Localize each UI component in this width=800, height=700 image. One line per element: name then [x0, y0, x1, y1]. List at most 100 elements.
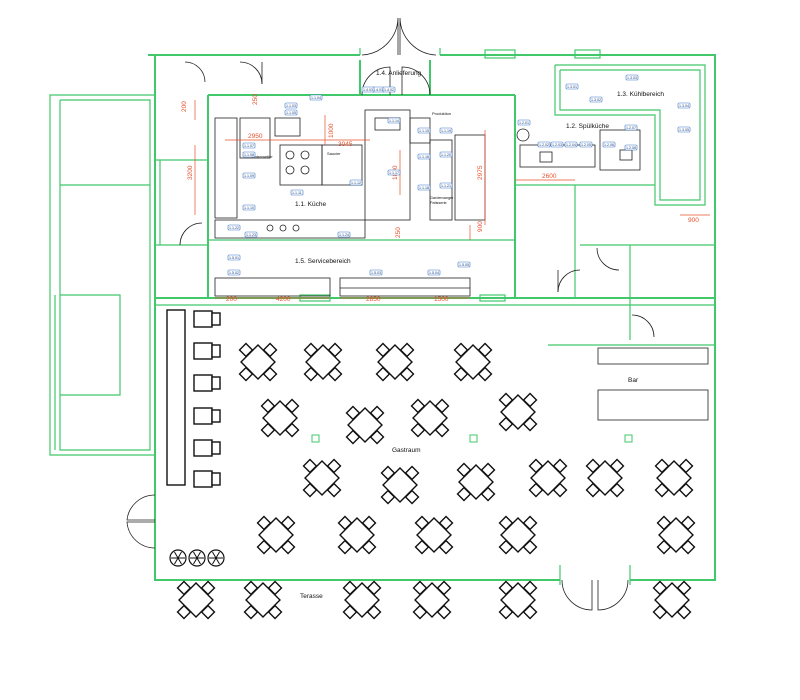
table: [500, 582, 536, 618]
equipment-tag: 1.3.05: [677, 126, 691, 133]
equipment-tag: 1.1.18: [417, 184, 431, 191]
table-with-chairs: [456, 462, 496, 502]
kitchen-equipment: [214, 109, 641, 297]
table: [347, 407, 383, 443]
equipment-tag: 1.1.05: [284, 109, 298, 116]
table: [500, 517, 536, 553]
dim-900-b: 900: [688, 217, 699, 224]
equipment-tag-label: 1.3.01: [567, 85, 577, 89]
equipment-tag: 1.3.02: [589, 96, 603, 103]
table-with-chairs: [337, 515, 377, 555]
equipment-tag: 1.2.04: [564, 141, 578, 148]
table-with-chairs: [498, 580, 538, 620]
outer-walls: [49, 48, 716, 581]
equipment-tag-label: 1.1.19: [441, 129, 451, 133]
plant-icon: [169, 549, 187, 567]
table: [344, 582, 380, 618]
room-label-dishwashing: 1.2. Spülküche: [566, 123, 609, 130]
equipment-tag: 1.5.01: [227, 254, 241, 261]
table-with-chairs: [243, 580, 283, 620]
bar-counter: [166, 309, 186, 486]
equipment-tag: 1.1.16: [417, 153, 431, 160]
equipment-tag-label: 1.1.15: [419, 129, 429, 133]
equipment-tag: 1.1.23: [244, 231, 258, 238]
equipment-tag: 1.2.01: [517, 119, 531, 126]
equipment-tag: 1.5.04: [427, 269, 441, 276]
table-with-chairs: [342, 580, 382, 620]
equipment-tag: 1.1.07: [242, 142, 256, 149]
equipment-tag: 1.2.06: [602, 141, 616, 148]
equipment-tag-label: 1.1.21: [441, 184, 451, 188]
equipment-tag-label: 1.1.05: [286, 111, 296, 115]
equipment-tag-label: 1.5.01: [229, 256, 239, 260]
columns: [311, 434, 633, 443]
label-patisserie: Patisserie: [430, 201, 447, 205]
equipment-tag-label: 1.1.12: [351, 181, 361, 185]
room-label-cold-storage: 1.3. Kühlbereich: [617, 91, 664, 98]
table-with-chairs: [412, 580, 452, 620]
dim-900-a: 900: [477, 221, 484, 232]
room-label-dining: Gastraum: [392, 447, 421, 454]
bar-stool: [193, 470, 221, 488]
equipment-tag-label: 1.1.24: [339, 233, 349, 237]
equipment-tag-label: 1.1.04: [311, 96, 321, 100]
equipment-tag-label: 1.1.16: [419, 155, 429, 159]
plant-icon: [188, 549, 206, 567]
table: [382, 467, 418, 503]
room-label-service: 1.5. Servicebereich: [295, 258, 351, 265]
equipment-tags: 1.1.031.1.051.1.041.1.071.1.081.1.091.1.…: [227, 74, 691, 276]
equipment-tag-label: 1.5.05: [459, 263, 469, 267]
equipment-tag: 1.1.12: [349, 179, 363, 186]
room-label-delivery: 1.4. Anlieferung: [376, 70, 422, 77]
equipment-tag: 1.1.04: [309, 94, 323, 101]
equipment-tag-label: 1.1.20: [441, 153, 451, 157]
label-production: Produktion: [432, 111, 451, 116]
equipment-tag: 1.1.15: [417, 127, 431, 134]
table-with-chairs: [345, 405, 385, 445]
equipment-tag: 1.1.10: [242, 204, 256, 211]
equipment-tag: 1.2.03: [550, 141, 564, 148]
equipment-tag: 1.1.11: [290, 189, 304, 196]
label-saucier: Saucier: [327, 151, 341, 156]
equipment-tag-label: 1.1.22: [229, 226, 239, 230]
table-with-chairs: [585, 458, 625, 498]
table: [416, 517, 452, 553]
equipment-tag: 1.3.04: [677, 102, 691, 109]
bar-stool: [193, 310, 221, 328]
equipment-tag: 1.3.01: [565, 83, 579, 90]
table-with-chairs: [498, 515, 538, 555]
equipment-tag: 1.1.19: [439, 127, 453, 134]
equipment-tag-label: 1.5.04: [429, 271, 439, 275]
equipment-tag-label: 1.1.10: [244, 206, 254, 210]
equipment-tag: 1.1.08: [242, 151, 256, 158]
bar-stool: [193, 342, 221, 360]
equipment-tag-label: 1.1.08: [244, 153, 254, 157]
equipment-tag-label: 1.1.11: [292, 191, 302, 195]
table-with-chairs: [654, 458, 694, 498]
table-with-chairs: [256, 515, 296, 555]
equipment-tag-label: 1.3.05: [679, 128, 689, 132]
dim-4200: 4200: [276, 296, 291, 303]
equipment-tag: 1.1.22: [227, 224, 241, 231]
dim-3200: 3200: [187, 165, 194, 180]
table: [339, 517, 375, 553]
dim-2850: 2850: [366, 296, 381, 303]
table: [377, 344, 413, 380]
equipment-tag-label: 1.2.05: [581, 143, 591, 147]
table: [455, 344, 491, 380]
dim-1000: 1000: [328, 123, 335, 138]
room-labels: 1.4. Anlieferung 1.2. Spülküche 1.3. Küh…: [252, 70, 664, 600]
table-with-chairs: [656, 515, 696, 555]
equipment-tag-label: 1.5.03: [371, 271, 381, 275]
room-label-kitchen: 1.1. Küche: [295, 201, 326, 208]
equipment-tag-label: 1.2.07: [626, 126, 636, 130]
table-with-chairs: [652, 580, 692, 620]
bar-stool: [193, 374, 221, 392]
bar-stool: [193, 407, 221, 425]
room-label-terrace: Terasse: [300, 593, 323, 600]
table: [500, 394, 536, 430]
table: [240, 344, 276, 380]
table-with-chairs: [410, 398, 450, 438]
equipment-tag: 1.1.14: [387, 117, 401, 124]
